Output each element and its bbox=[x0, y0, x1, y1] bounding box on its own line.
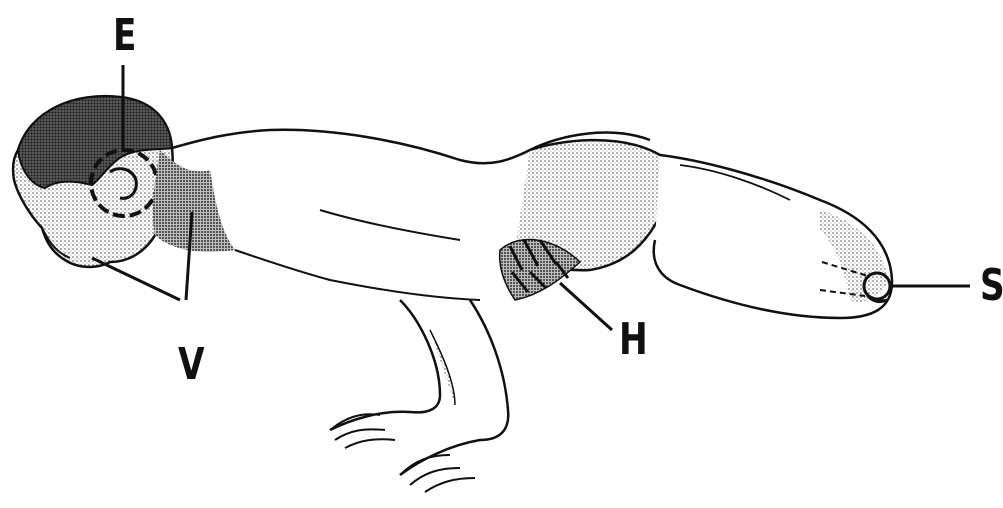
left-arm bbox=[330, 300, 440, 430]
label-s: S bbox=[980, 264, 1003, 308]
label-e: E bbox=[113, 14, 136, 58]
label-h: H bbox=[619, 318, 648, 362]
pointer-line-v-1 bbox=[92, 258, 180, 300]
arm-shading bbox=[430, 330, 455, 405]
right-hand-fingers bbox=[400, 455, 475, 492]
arms bbox=[330, 300, 508, 492]
left-hand-fingers bbox=[330, 414, 395, 448]
neck-shading bbox=[153, 150, 235, 252]
right-arm bbox=[400, 300, 508, 475]
shoulder-line bbox=[320, 210, 460, 240]
chest-contour bbox=[235, 250, 480, 300]
label-v: V bbox=[178, 343, 205, 387]
pointer-line-h bbox=[560, 283, 612, 330]
